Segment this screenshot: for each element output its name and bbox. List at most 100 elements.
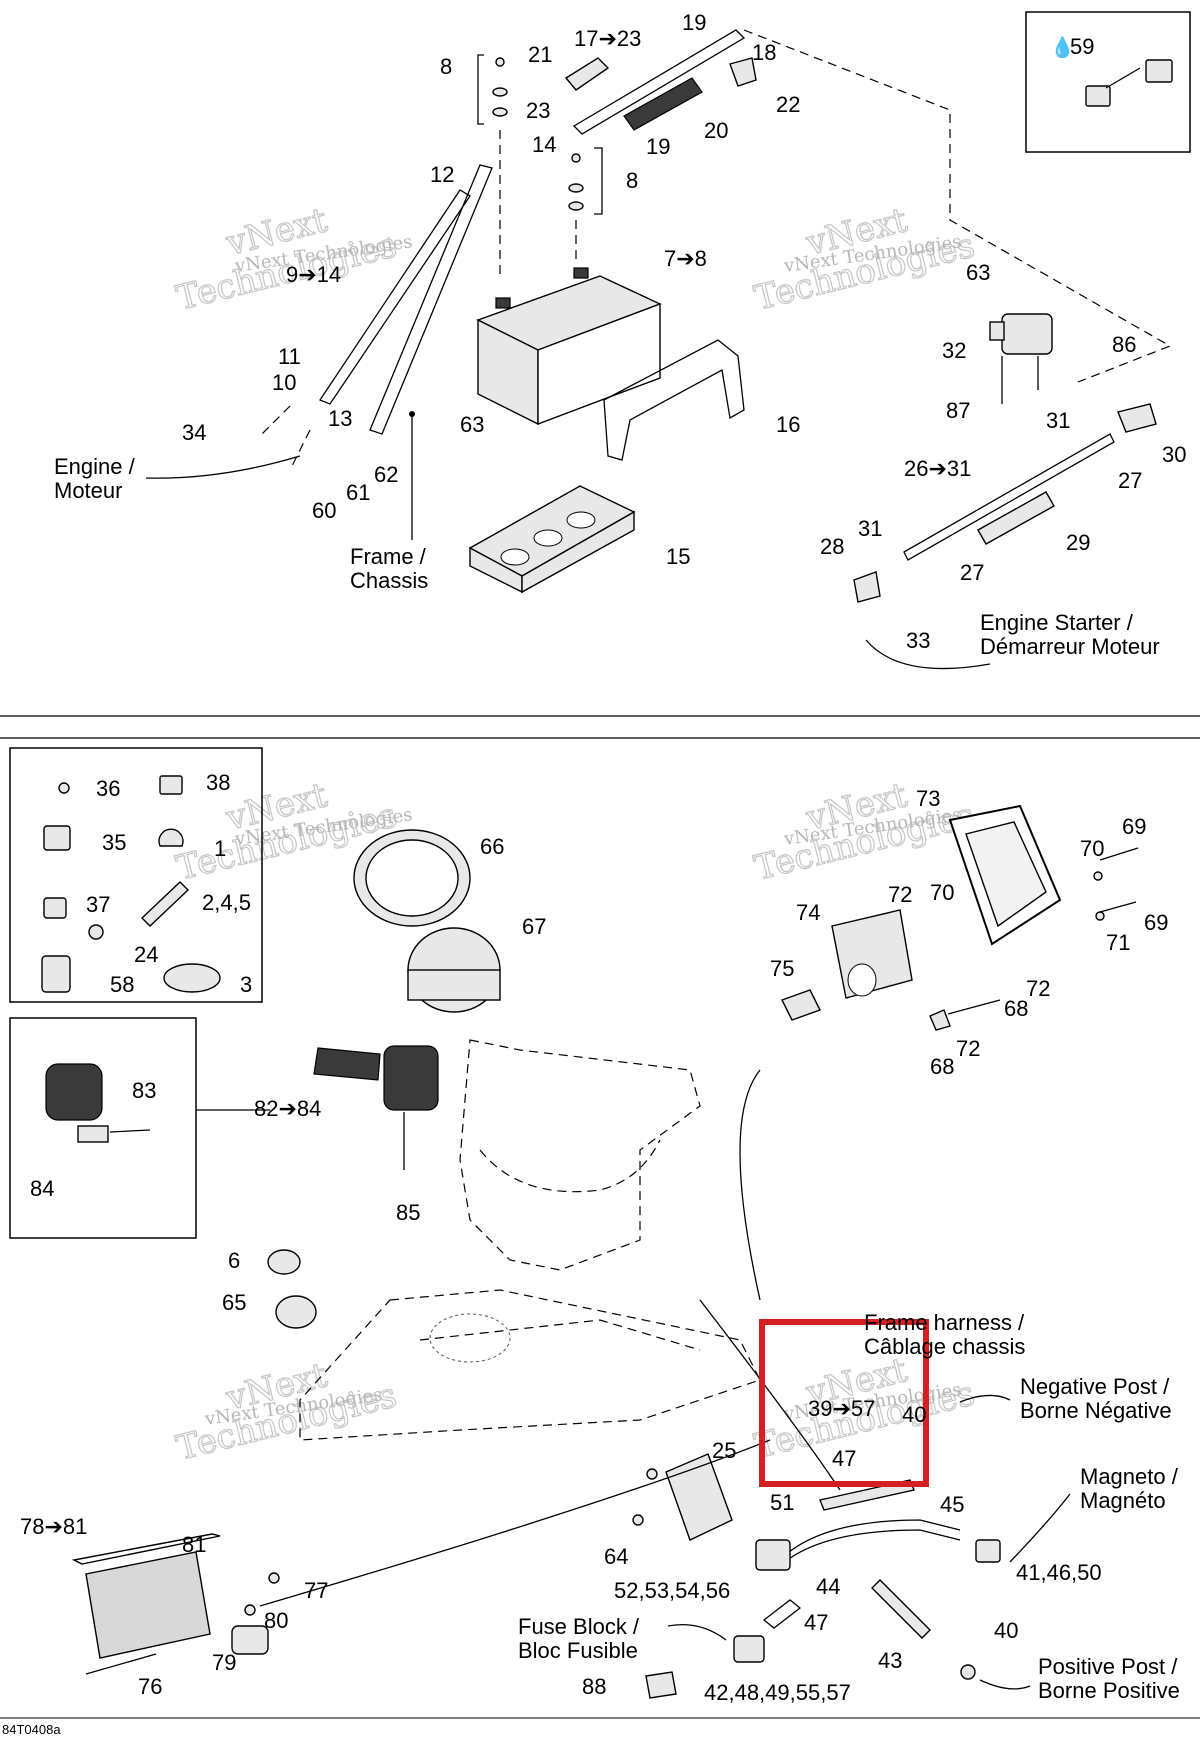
callout-label: 47 [832,1446,856,1471]
battery [476,267,662,426]
caption-magneto-line2: Magnéto [1080,1488,1166,1513]
connector-inset-box [1025,11,1191,153]
cable-sleeve [623,77,703,131]
caption-negative-post-line1: Negative Post / [1020,1374,1170,1399]
callout-label: 38 [206,770,230,795]
taillight-assembly [71,1533,280,1675]
callout-label: 10 [272,370,296,395]
callout-label: 19 [646,134,670,159]
callout-label: 8 [440,54,452,79]
callout-label: 87 [946,398,970,423]
harness-wiring [259,1069,1001,1699]
callout-label: 62 [374,462,398,487]
caption-positive-post-line1: Positive Post / [1038,1654,1178,1679]
captions: Engine / Moteur Frame / Chassis Engine S… [54,454,1180,1703]
leader-line [865,639,991,670]
battery-cable [369,164,493,435]
callout-label: 31 [1046,408,1070,433]
callout-label: 24 [134,942,158,967]
callout-label: 59 [1070,34,1094,59]
caption-starter-line2: Démarreur Moteur [980,634,1160,659]
bolt-stack [492,57,584,211]
callout-label: 39➔57 [808,1396,875,1421]
callout-label: 68 [1004,996,1028,1021]
callout-label: 1 [214,836,226,861]
callout-label: 70 [1080,836,1104,861]
callout-label: 27 [960,560,984,585]
callout-label: 84 [30,1176,54,1201]
callout-label: 3 [240,972,252,997]
callout-label: 68 [930,1054,954,1079]
callout-label: 11 [278,344,301,369]
callout-label: 30 [1162,442,1186,467]
headlight-assembly [781,804,1062,1021]
callout-label: 88 [582,1674,606,1699]
callout-label: 2,4,5 [202,890,251,915]
callout-label: 79 [212,1650,236,1675]
leader-line [259,405,311,471]
callout-label: 37 [86,892,110,917]
leader-line [145,455,301,479]
caption-magneto-line1: Magneto / [1080,1464,1179,1489]
caption-fuse-block-line1: Fuse Block / [518,1614,640,1639]
callout-label: 81 [182,1532,206,1557]
battery-cable [319,189,471,405]
callout-label: 69 [1144,910,1168,935]
frame-outline [299,1039,761,1441]
leader-arrows [667,1394,1071,1690]
gauge [353,829,501,1013]
caption-frame-harness-line1: Frame harness / [864,1310,1025,1335]
battery-section: 💧 [0,11,1200,739]
regulator [632,1453,733,1541]
bracket [477,54,484,125]
clip-parts [41,775,221,993]
callout-label: 67 [522,914,546,939]
callout-label: 34 [182,420,206,445]
callout-label: 85 [396,1200,420,1225]
handlebar-switch-inset-box [9,1017,197,1239]
ground-point [409,411,415,417]
leader-line [743,29,1172,383]
callout-label: 41,46,50 [1016,1560,1102,1585]
battery-strap [603,339,745,461]
callout-label: 14 [532,132,556,157]
callout-label: 61 [346,480,370,505]
figure-code: 84T0408a [2,1722,61,1737]
callout-label: 12 [430,162,454,187]
caption-frame-line1: Frame / [350,544,427,569]
callout-label: 17➔23 [574,26,641,51]
caption-frame-line2: Chassis [350,568,428,593]
drop-icon: 💧 [1050,35,1075,59]
terminal-boot [853,571,881,603]
callout-label: 19 [682,10,706,35]
callout-label: 52,53,54,56 [614,1578,730,1603]
callout-label: 80 [264,1608,288,1633]
callout-label: 83 [132,1078,156,1103]
bracket [594,147,603,215]
handlebar-grip [313,1045,439,1170]
callout-label: 40 [902,1402,926,1427]
cable-sleeve [977,491,1055,545]
callout-label: 86 [1112,332,1136,357]
callout-label: 69 [1122,814,1146,839]
mounting-hardware [929,847,1139,1031]
callout-label: 36 [96,776,120,801]
callout-label: 40 [994,1618,1018,1643]
callout-label: 73 [916,786,940,811]
terminal-cap [564,57,610,91]
starter-cable [903,433,1115,561]
callout-labels: 8 21 17➔23 19 18 22 23 20 19 14 12 8 7➔8… [20,10,1186,1705]
positive-cable [572,29,746,135]
harness-section [9,747,1139,1699]
connector-parts [1085,59,1173,107]
callout-label: 75 [770,956,794,981]
caption-positive-post-line2: Borne Positive [1038,1678,1180,1703]
callout-label: 72 [888,882,912,907]
callout-label: 35 [102,830,126,855]
callout-label: 22 [776,92,800,117]
callout-label: 65 [222,1290,246,1315]
callout-label: 43 [878,1648,902,1673]
callout-label: 15 [666,544,690,569]
terminal-boot [729,57,757,87]
callout-label: 63 [966,260,990,285]
